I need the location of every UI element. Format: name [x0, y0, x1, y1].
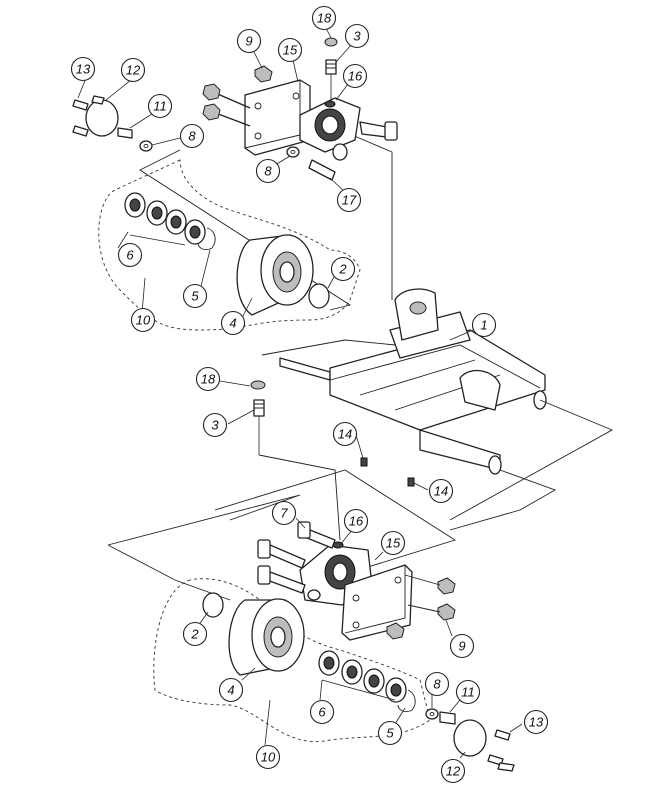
spacer-ring-bottom	[202, 592, 224, 618]
callout-2-top-label: 2	[338, 262, 347, 277]
callout-4-bottom-label: 4	[227, 683, 234, 698]
callout-18-top-label: 18	[317, 11, 332, 26]
callout-10-top-label: 10	[136, 313, 151, 328]
callout-9-bottom: 9	[449, 633, 475, 659]
callout-10-bottom: 10	[255, 744, 281, 770]
callout-1-label: 1	[480, 318, 487, 333]
callout-8-bottom: 8	[424, 671, 450, 697]
callout-15-top-label: 15	[283, 43, 298, 58]
callout-2-bottom: 2	[182, 621, 208, 647]
callout-15-bottom-label: 15	[386, 536, 401, 551]
callout-11-top: 11	[147, 93, 173, 119]
callout-3-mid-label: 3	[211, 418, 219, 433]
callout-3-top-label: 3	[353, 29, 361, 44]
callout-3-top: 3	[344, 23, 370, 49]
bearing-bracket-bottom	[341, 564, 413, 641]
callout-17-top: 17	[336, 187, 362, 213]
callouts: 18 3 9 15 16 13 12 11 8 8 17 6 2 5 4 10 …	[70, 5, 549, 784]
callout-4-top: 4	[220, 310, 246, 336]
callout-13-top: 13	[70, 56, 96, 82]
callout-16-bottom: 16	[343, 508, 369, 534]
callout-5-bottom: 5	[377, 720, 403, 746]
callout-13-top-label: 13	[76, 62, 91, 77]
hub-cap-assembly-top	[72, 95, 153, 152]
callout-11-bottom-label: 11	[461, 685, 475, 700]
callout-8-topmid-label: 8	[264, 164, 272, 179]
callout-8-topmid: 8	[255, 158, 281, 184]
bearing-set-bottom	[318, 650, 416, 713]
callout-4-top-label: 4	[229, 316, 236, 331]
callout-18-mid: 18	[195, 366, 221, 392]
bolts-bottom	[257, 521, 456, 640]
callout-6-bottom: 6	[309, 699, 335, 725]
callout-2-bottom-label: 2	[190, 627, 199, 642]
callout-3-mid: 3	[202, 412, 228, 438]
callout-11-top-label: 11	[153, 99, 167, 114]
callout-14-a: 14	[332, 421, 358, 447]
grease-fitting-top	[324, 37, 338, 100]
callout-18-top: 18	[311, 5, 337, 31]
callout-14-a-label: 14	[338, 427, 352, 442]
callout-6-bottom-label: 6	[318, 705, 326, 720]
callout-5-top-label: 5	[191, 289, 199, 304]
callout-9-top: 9	[236, 28, 262, 54]
callout-12-top: 12	[120, 57, 146, 83]
callout-1: 1	[471, 312, 497, 338]
callout-4-bottom: 4	[218, 677, 244, 703]
callout-15-top: 15	[277, 37, 303, 63]
callout-13-bottom-label: 13	[529, 715, 544, 730]
bearing-set-top	[124, 192, 216, 251]
callout-8-bottom-label: 8	[433, 677, 441, 692]
callout-2-top: 2	[330, 256, 356, 282]
callout-12-top-label: 12	[126, 63, 141, 78]
set-screw-b	[407, 477, 415, 487]
callout-6-top: 6	[117, 242, 143, 268]
main-frame	[279, 288, 547, 475]
bolts-top	[202, 65, 398, 181]
callout-13-bottom: 13	[523, 709, 549, 735]
callout-11-bottom: 11	[455, 679, 481, 705]
callout-16-top: 16	[342, 63, 368, 89]
callout-7: 7	[271, 500, 297, 526]
hub-cap-assembly-bottom	[425, 708, 515, 772]
wheel-bottom	[228, 598, 305, 676]
callout-6-top-label: 6	[126, 248, 134, 263]
callout-15-bottom: 15	[380, 530, 406, 556]
callout-12-bottom-label: 12	[446, 764, 461, 779]
set-screw-a	[360, 457, 368, 467]
callout-12-bottom: 12	[440, 758, 466, 784]
spacer-ring-top	[308, 283, 330, 309]
callout-8-topleft-label: 8	[188, 129, 196, 144]
grease-fitting-mid	[250, 380, 341, 541]
callout-16-bottom-label: 16	[349, 514, 364, 529]
callout-10-bottom-label: 10	[261, 750, 276, 765]
callout-5-bottom-label: 5	[386, 726, 394, 741]
callout-14-b-label: 14	[434, 484, 448, 499]
callout-10-top: 10	[130, 307, 156, 333]
callout-9-bottom-label: 9	[458, 639, 465, 654]
callout-7-label: 7	[280, 506, 288, 521]
callout-8-topleft: 8	[179, 123, 205, 149]
flange-bearing-top	[299, 97, 361, 153]
callout-5-top: 5	[182, 283, 208, 309]
callout-9-top-label: 9	[245, 34, 252, 49]
callout-17-top-label: 17	[342, 193, 357, 208]
wheel-top	[236, 234, 314, 316]
callout-14-b: 14	[428, 478, 454, 504]
callout-16-top-label: 16	[348, 69, 363, 84]
callout-18-mid-label: 18	[201, 372, 216, 387]
